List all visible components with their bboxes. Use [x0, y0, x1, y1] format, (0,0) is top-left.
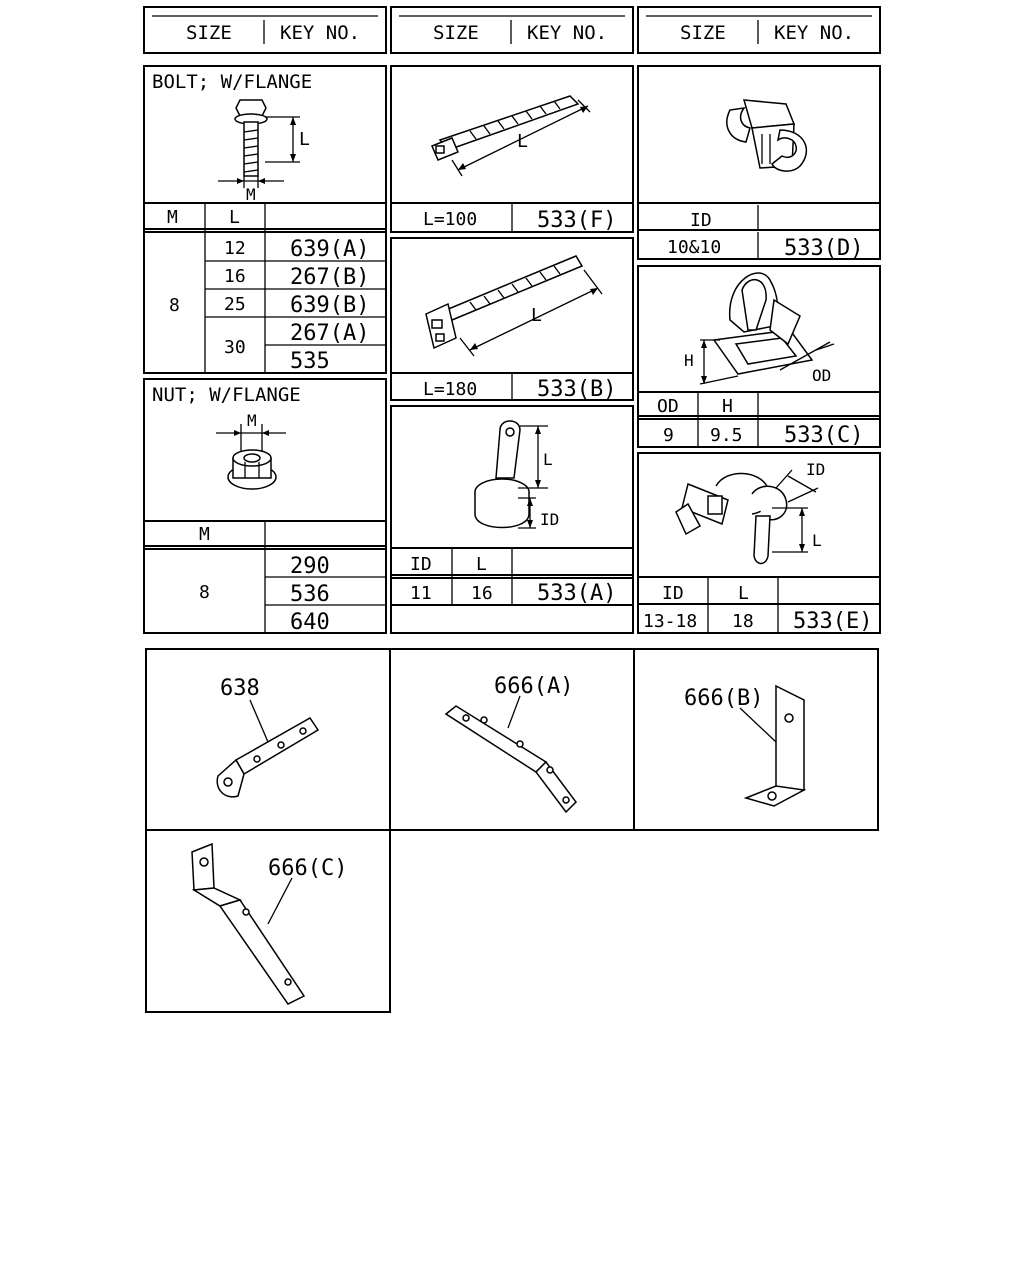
nut-key: 290 — [290, 554, 330, 579]
clip-d-key: 533(D) — [784, 236, 863, 261]
bolt-dim-l: L — [299, 129, 310, 150]
clamp-a-l: 16 — [471, 583, 493, 604]
bolt-title: BOLT; W/FLANGE — [152, 71, 312, 93]
tie-b-key: 533(B) — [537, 377, 616, 402]
bolt-row-key: 267(A) — [290, 321, 369, 346]
bolt-row-key: 267(B) — [290, 265, 369, 290]
clip-d-col-id: ID — [690, 210, 712, 231]
clip-e-dim-l: L — [812, 531, 822, 550]
clip-c-key: 533(C) — [784, 423, 863, 448]
bracket-638-label: 638 — [220, 676, 260, 701]
header-key-label: KEY NO. — [774, 22, 854, 44]
clip-e-col-id: ID — [662, 583, 684, 604]
header-size-label: SIZE — [433, 22, 479, 44]
clamp-a-col-id: ID — [410, 554, 432, 575]
clip-e-dim-id: ID — [806, 460, 825, 479]
clamp-a-col-l: L — [476, 554, 487, 575]
bolt-row-l: 12 — [224, 238, 246, 259]
clip-e-id: 13-18 — [643, 611, 697, 632]
clamp-a-panel: L ID ID L 11 16 533(A) — [390, 405, 634, 634]
bracket-666b-label: 666(B) — [684, 686, 763, 711]
edge-clip-drawing: H OD — [684, 272, 835, 385]
bolt-row-key: 639(B) — [290, 293, 369, 318]
header-key-label: KEY NO. — [527, 22, 607, 44]
clip-c-col-od: OD — [657, 396, 679, 417]
bolt-row-key: 535 — [290, 349, 330, 374]
bolt-dim-m: M — [246, 185, 256, 204]
bolt-row-l: 16 — [224, 266, 246, 287]
header-box-3: SIZE KEY NO. — [637, 6, 881, 54]
cable-tie-long-drawing: L — [425, 255, 603, 357]
clip-c-od: 9 — [663, 425, 674, 446]
cable-tie-short-drawing: L — [431, 95, 591, 177]
clip-e-key: 533(E) — [793, 609, 872, 634]
header-size-label: SIZE — [186, 22, 232, 44]
bolt-row-l: 25 — [224, 294, 246, 315]
clip-c-dim-od: OD — [812, 366, 831, 385]
nut-panel: NUT; W/FLANGE M M 8 290 536 640 — [143, 378, 387, 635]
bolt-col-m: M — [167, 207, 178, 228]
bolt-m-value: 8 — [169, 295, 180, 316]
bracket-638-drawing: 638 — [216, 676, 320, 798]
nut-flange-drawing: M — [216, 411, 286, 490]
clip-c-dim-h: H — [684, 351, 694, 370]
clip-d-id: 10&10 — [667, 237, 721, 258]
tie-f-key: 533(F) — [537, 208, 616, 233]
tie-b-dim-l: L — [531, 305, 542, 326]
p-clamp-drawing: L ID — [474, 420, 559, 529]
clip-c-col-h: H — [722, 396, 733, 417]
tie-f-dim-l: L — [517, 131, 528, 152]
bracket-666a-label: 666(A) — [494, 674, 573, 699]
clip-d-panel: ID 10&10 533(D) — [637, 65, 881, 261]
bolt-col-l: L — [229, 207, 240, 228]
harness-clip-drawing: ID L — [675, 460, 825, 565]
nut-m-value: 8 — [199, 582, 210, 603]
clip-e-panel: ID L ID L 13-18 18 533(E) — [637, 452, 881, 634]
nut-key: 536 — [290, 582, 330, 607]
tie-f-size: L=100 — [423, 209, 477, 230]
bracket-666a-drawing: 666(A) — [444, 674, 577, 814]
clamp-a-dim-l: L — [543, 450, 553, 469]
clamp-a-dim-id: ID — [540, 510, 559, 529]
bolt-row-l: 30 — [224, 337, 246, 358]
tie-b-panel: L L=180 533(B) — [390, 237, 634, 402]
header-key-label: KEY NO. — [280, 22, 360, 44]
double-clip-drawing — [726, 99, 808, 172]
clip-e-l: 18 — [732, 611, 754, 632]
clamp-a-key: 533(A) — [537, 581, 616, 606]
bolt-panel: BOLT; W/FLANGE L M — [143, 65, 387, 374]
bolt-flange-drawing: L M — [218, 99, 310, 204]
bracket-666c-drawing: 666(C) — [191, 842, 347, 1005]
brackets-grid: 638 666(A) 666(B) — [145, 648, 879, 1013]
header-box-2: SIZE KEY NO. — [390, 6, 634, 54]
clip-c-panel: H OD OD H 9 9.5 533(C) — [637, 265, 881, 448]
clamp-a-id: 11 — [410, 583, 432, 604]
clip-e-col-l: L — [738, 583, 749, 604]
nut-dim-m: M — [247, 411, 257, 430]
bracket-666b-drawing: 666(B) — [684, 684, 807, 807]
header-size-label: SIZE — [680, 22, 726, 44]
nut-col-m: M — [199, 524, 210, 545]
nut-title: NUT; W/FLANGE — [152, 384, 301, 406]
clip-c-h: 9.5 — [710, 425, 743, 446]
tie-b-size: L=180 — [423, 379, 477, 400]
bolt-row-key: 639(A) — [290, 237, 369, 262]
nut-key: 640 — [290, 610, 330, 635]
tie-f-panel: L L=100 533(F) — [390, 65, 634, 233]
header-box-1: SIZE KEY NO. — [143, 6, 387, 54]
bracket-666c-label: 666(C) — [268, 856, 347, 881]
